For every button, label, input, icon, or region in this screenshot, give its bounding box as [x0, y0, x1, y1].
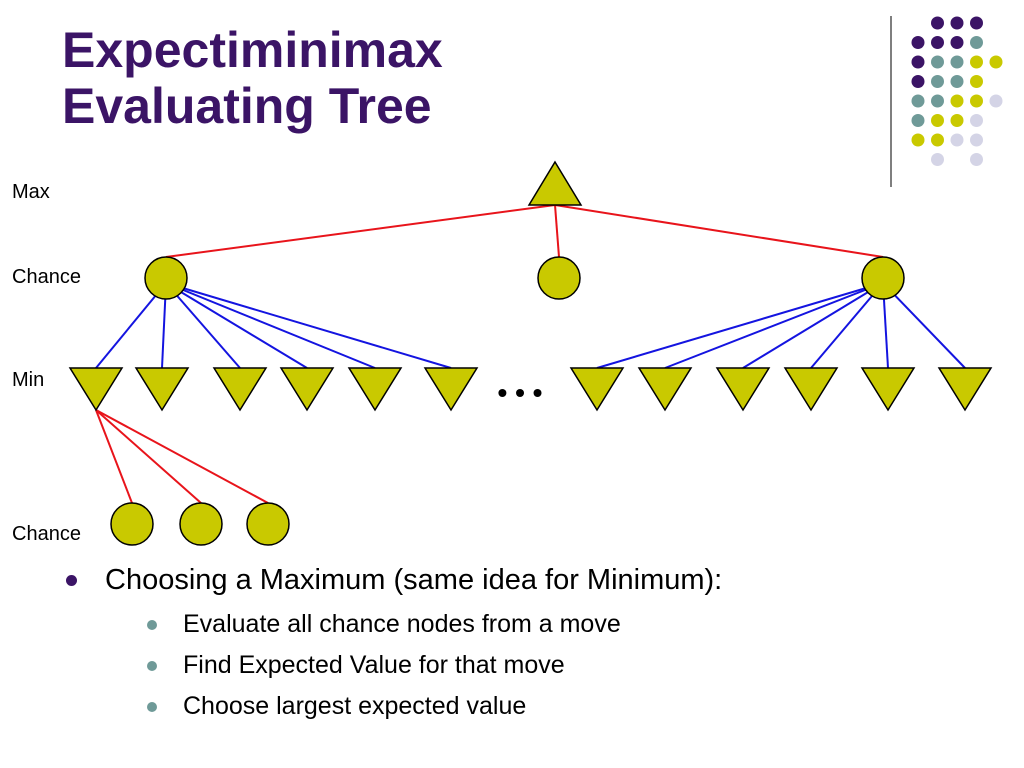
edge-chance-right-to-min-3 — [742, 282, 884, 369]
decorative-dot — [950, 75, 964, 88]
edge-min-to-chance-1 — [95, 409, 133, 504]
edge-chance-left-to-min-5 — [165, 282, 376, 369]
min-node-right-3 — [715, 367, 771, 412]
tree-nodes — [68, 160, 993, 546]
sub-bullet-list: Evaluate all chance nodes from a move Fi… — [105, 604, 722, 727]
min-node-right-2 — [637, 367, 693, 412]
bullet-main: Choosing a Maximum (same idea for Minimu… — [62, 560, 722, 727]
chance-node-upper-1 — [144, 256, 188, 300]
decorative-dot — [950, 55, 964, 69]
edge-chance-right-to-min-4 — [810, 282, 884, 369]
edge-max-to-chance-3 — [554, 204, 884, 258]
edge-min-to-chance-3 — [95, 409, 269, 504]
chance-node-lower-2 — [179, 502, 223, 546]
tree-edges — [95, 204, 966, 504]
decorative-dot — [950, 133, 964, 147]
decorative-dot — [950, 94, 964, 108]
level-label-chance-lower: Chance — [12, 523, 81, 545]
expectiminimax-tree: • • • — [68, 160, 993, 546]
edge-min-to-chance-2 — [95, 409, 202, 504]
decorative-dot — [970, 94, 983, 108]
decorative-dot — [970, 75, 983, 88]
edge-chance-left-to-min-6 — [165, 282, 452, 369]
decorative-dot — [931, 133, 944, 147]
edge-chance-left-to-min-3 — [165, 282, 241, 369]
bullet-list: Choosing a Maximum (same idea for Minimu… — [62, 560, 722, 727]
sub-bullet-3: Choose largest expected value — [105, 686, 722, 727]
decorative-dot — [911, 55, 925, 69]
decorative-dot-grid — [890, 16, 1003, 187]
decorative-dot — [970, 16, 983, 30]
decorative-dot — [911, 114, 925, 127]
decorative-dot — [931, 94, 944, 108]
decorative-dot — [970, 133, 983, 147]
decorative-dot — [931, 114, 944, 127]
edge-chance-left-to-min-4 — [165, 282, 308, 369]
min-node-left-6 — [423, 367, 479, 412]
edge-max-to-chance-1 — [165, 204, 556, 258]
decorative-dot — [931, 75, 944, 88]
decorative-dot — [970, 36, 983, 49]
decorative-dot — [970, 114, 983, 127]
sub-bullet-1: Evaluate all chance nodes from a move — [105, 604, 722, 645]
decorative-dot — [931, 55, 944, 69]
min-node-left-2 — [134, 367, 190, 412]
slide-title: Expectiminimax Evaluating Tree — [62, 22, 443, 134]
decorative-dot — [931, 36, 944, 49]
edge-chance-right-to-min-6 — [882, 282, 966, 369]
decorative-dot — [950, 114, 964, 127]
min-node-right-6 — [937, 367, 993, 412]
slide-title-line-1: Expectiminimax — [62, 22, 443, 78]
decorative-dot — [989, 94, 1003, 108]
chance-node-lower-3 — [246, 502, 290, 546]
min-node-left-3 — [212, 367, 268, 412]
tree-ellipsis: • • • — [498, 377, 543, 408]
decorative-dot — [950, 16, 964, 30]
min-node-right-5 — [860, 367, 916, 412]
level-label-max: Max — [12, 181, 50, 203]
min-node-left-4 — [279, 367, 335, 412]
decorative-dot — [911, 75, 925, 88]
decorative-dot — [931, 153, 944, 166]
min-node-left-1 — [68, 367, 124, 412]
slide-title-line-2: Evaluating Tree — [62, 78, 432, 134]
decorative-dot — [970, 55, 983, 69]
sub-bullet-2: Find Expected Value for that move — [105, 645, 722, 686]
chance-node-upper-3 — [861, 256, 905, 300]
min-node-left-5 — [347, 367, 403, 412]
max-node — [527, 160, 583, 206]
decorative-dot — [989, 55, 1003, 69]
level-label-min: Min — [12, 369, 45, 391]
decorative-dot — [970, 153, 983, 166]
decorative-dot — [911, 36, 925, 49]
decorative-dot — [911, 94, 925, 108]
decorative-dot — [950, 36, 964, 49]
edge-chance-right-to-min-1 — [596, 282, 884, 369]
chance-node-upper-2 — [537, 256, 581, 300]
level-label-chance-upper: Chance — [12, 266, 81, 288]
min-node-right-4 — [783, 367, 839, 412]
decorative-dot — [931, 16, 944, 30]
edge-chance-right-to-min-2 — [664, 282, 884, 369]
edge-chance-left-to-min-1 — [95, 282, 167, 369]
edge-max-to-chance-2 — [554, 204, 560, 258]
chance-node-lower-1 — [110, 502, 154, 546]
bullet-main-text: Choosing a Maximum (same idea for Minimu… — [105, 564, 723, 596]
min-node-right-1 — [569, 367, 625, 412]
decorative-dot — [911, 133, 925, 147]
